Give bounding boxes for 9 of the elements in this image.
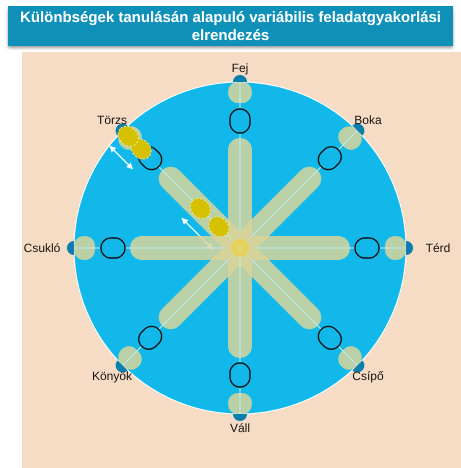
body-part-label: Fej (232, 61, 248, 75)
body-part-label: Térd (426, 241, 450, 255)
body-part-label: Csukló (24, 241, 60, 255)
body-part-label: Váll (230, 421, 250, 435)
body-part-label: Könyök (92, 368, 132, 383)
body-part-label: Boka (354, 113, 382, 127)
body-part-label: Csípő (352, 368, 384, 383)
title: Különbségek tanulásán alapuló variábilis feladatgyakorlási elrendezés (8, 6, 453, 46)
body-part-label: Törzs (97, 113, 127, 127)
